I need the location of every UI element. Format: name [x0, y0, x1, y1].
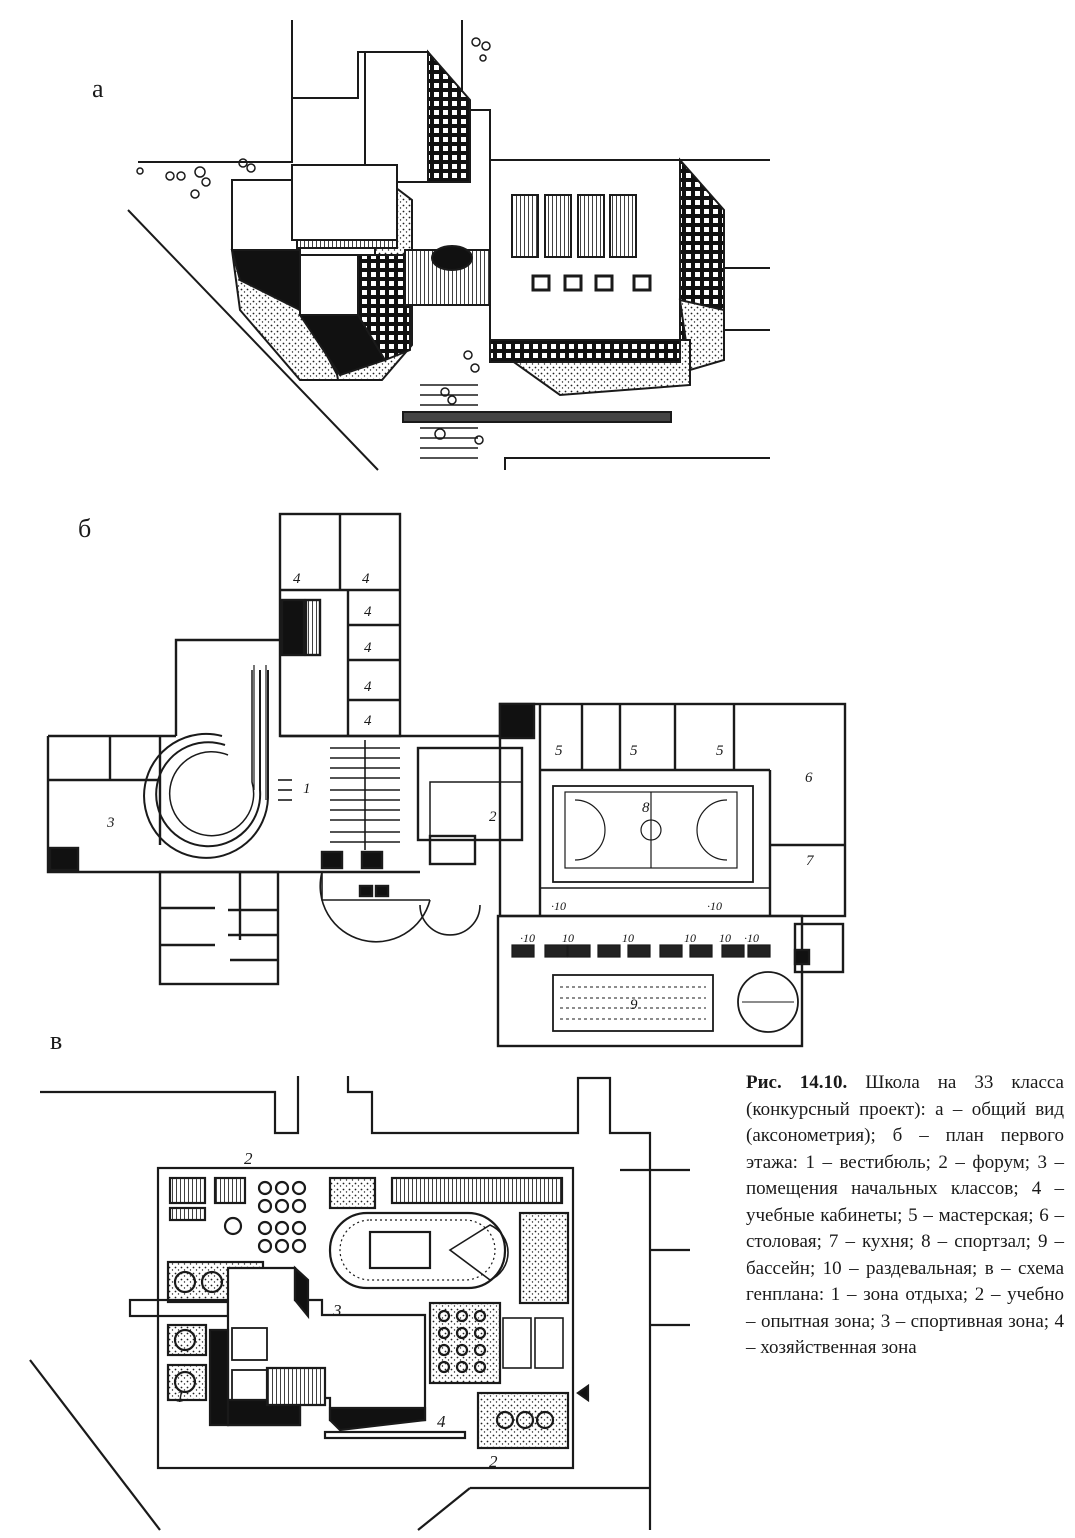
site-label-3: 3 [332, 1301, 342, 1320]
room-label-10: ·10 [551, 899, 566, 913]
room-label-5: 5 [630, 743, 638, 759]
room-label-10: ·10 [707, 899, 722, 913]
room-label-9: 9 [630, 997, 638, 1013]
plan-room-labels: 1 2 3 4 4 4 4 4 4 5 5 5 6 7 8 9 ·10 ·10 … [106, 571, 815, 1013]
panel-label-b: б [78, 514, 92, 543]
room-label-4: 4 [293, 571, 301, 587]
room-label-5: 5 [555, 743, 563, 759]
panel-label-a: а [92, 74, 104, 103]
axonometric-view [127, 20, 770, 471]
room-label-10: ·10 [744, 931, 759, 945]
floor-plan [46, 512, 847, 1048]
caption-prefix: Рис. 14.10. [746, 1072, 848, 1093]
caption-text: Школа на 33 класса (конкурсный проект): … [746, 1072, 1064, 1358]
site-label-4: 4 [437, 1412, 446, 1431]
room-label-6: 6 [805, 770, 813, 786]
room-label-2: 2 [489, 809, 497, 825]
site-label-1: 1 [176, 1387, 185, 1406]
figure-caption: Рис. 14.10. Школа на 33 класса (конкурсн… [746, 1070, 1064, 1362]
site-plan [29, 1076, 690, 1531]
room-label-8: 8 [642, 800, 650, 816]
room-label-3: 3 [106, 815, 115, 831]
room-label-7: 7 [806, 853, 815, 869]
room-label-5: 5 [716, 743, 724, 759]
room-label-4: 4 [364, 640, 372, 656]
panel-label-v: в [50, 1026, 63, 1055]
room-label-4: 4 [364, 679, 372, 695]
room-label-4: 4 [362, 571, 370, 587]
room-label-4: 4 [364, 604, 372, 620]
room-label-4: 4 [364, 713, 372, 729]
room-label-10: 10 [719, 931, 731, 945]
room-label-10: 10 [684, 931, 696, 945]
room-label-10: 10 [622, 931, 634, 945]
site-labels: 1 2 2 3 4 [176, 1149, 498, 1471]
room-label-10: ·10 [520, 931, 535, 945]
room-label-10: 10 [562, 931, 574, 945]
site-label-2: 2 [489, 1452, 498, 1471]
room-label-1: 1 [303, 781, 311, 797]
site-label-2: 2 [244, 1149, 253, 1168]
